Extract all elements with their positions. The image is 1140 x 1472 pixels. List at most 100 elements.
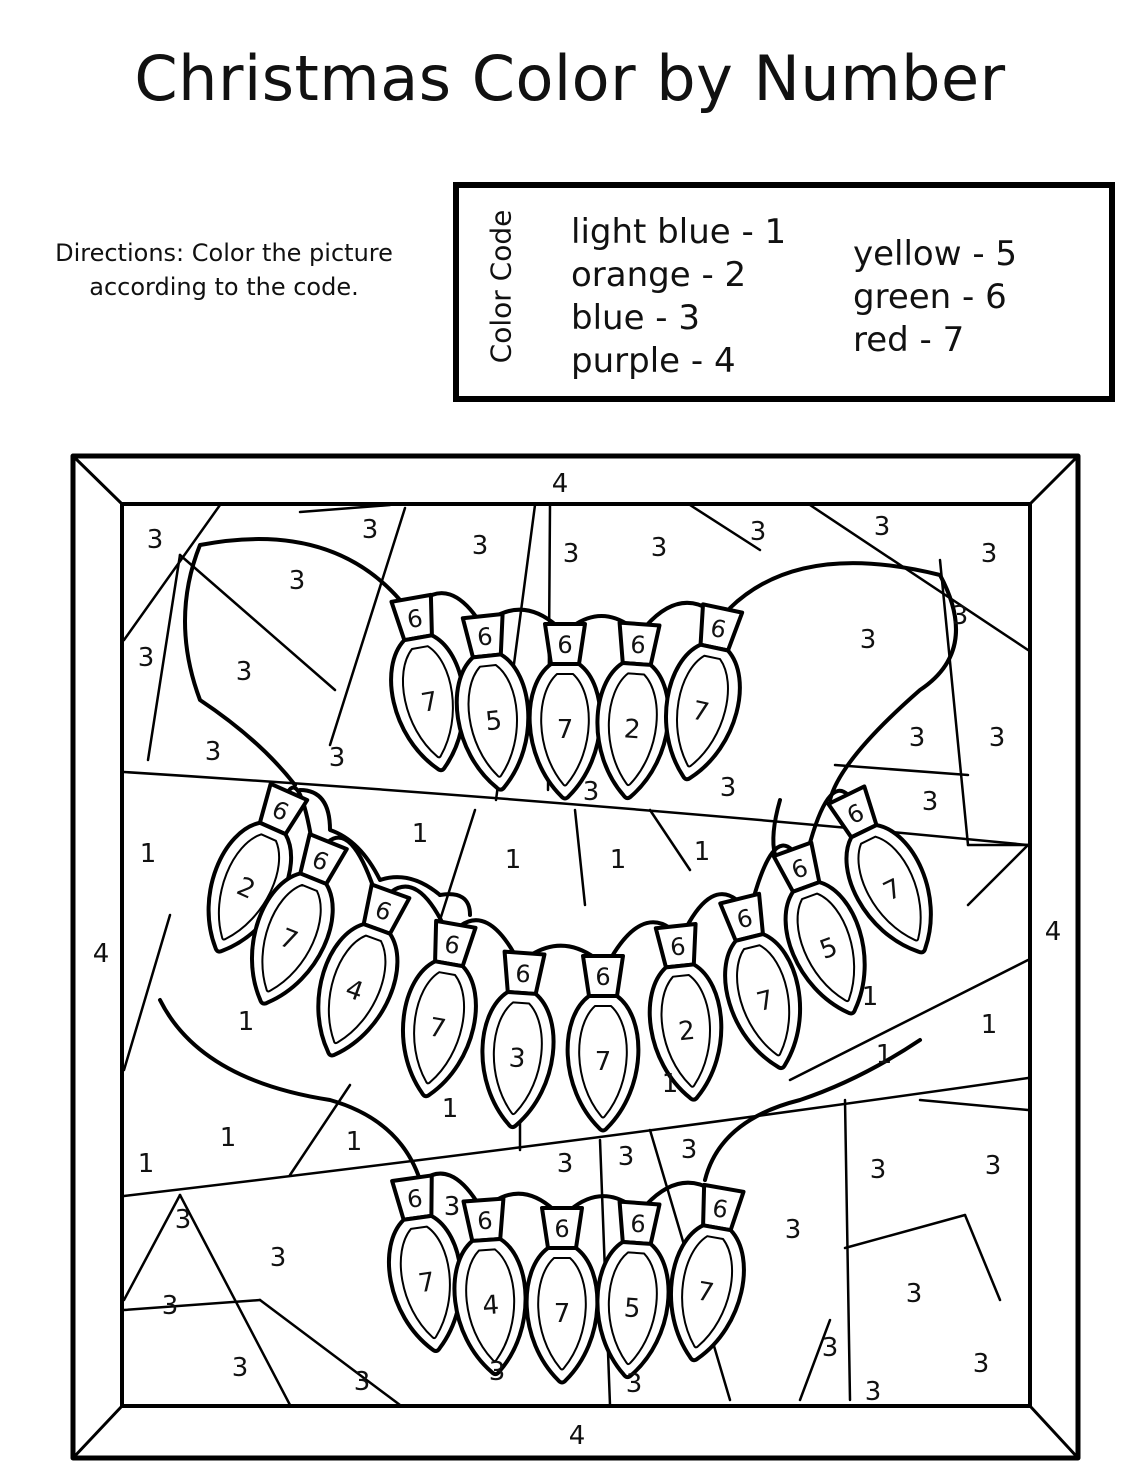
region-number: 1	[694, 837, 711, 867]
region-number: 3	[557, 1149, 574, 1179]
region-number: 3	[232, 1353, 249, 1383]
christmas-light: 67	[527, 622, 603, 801]
color-code-box: Color Code light blue - 1 orange - 2 blu…	[453, 182, 1115, 402]
region-number: 3	[720, 773, 737, 803]
socket-number: 6	[557, 631, 572, 659]
bulb-number: 7	[695, 1277, 717, 1309]
region-number: 1	[140, 839, 157, 869]
region-number: 3	[865, 1377, 882, 1407]
frame-number-top: 4	[552, 469, 569, 499]
region-number: 1	[346, 1127, 363, 1157]
bulb-inner-outline	[796, 892, 856, 1003]
region-number: 1	[981, 1010, 998, 1040]
region-number: 3	[618, 1142, 635, 1172]
frame-number-bottom: 4	[569, 1421, 586, 1451]
strand-wire	[438, 892, 472, 917]
socket-number: 6	[629, 631, 646, 660]
region-number: 3	[563, 539, 580, 569]
region-number: 3	[362, 515, 379, 545]
region-number: 1	[238, 1007, 255, 1037]
strand-wire	[326, 835, 377, 894]
bulb-number: 7	[416, 1267, 437, 1299]
color-code-column-1: light blue - 1 orange - 2 blue - 3 purpl…	[571, 211, 786, 383]
socket-number: 6	[708, 614, 729, 645]
code-blue: blue - 3	[571, 298, 701, 338]
socket-number: 6	[734, 904, 756, 935]
region-number: 3	[472, 531, 489, 561]
region-number: 3	[651, 533, 668, 563]
christmas-light: 62	[595, 620, 671, 801]
bulb-glass	[250, 871, 335, 1006]
bulb-inner-outline	[465, 1248, 516, 1363]
socket-number: 6	[629, 1210, 646, 1239]
socket-number: 6	[514, 960, 531, 989]
bulb-inner-outline	[537, 1257, 587, 1371]
bulb-glass	[316, 922, 400, 1058]
christmas-light: 67	[401, 918, 478, 1099]
strand-wire	[728, 561, 958, 802]
region-number: 3	[870, 1155, 887, 1185]
strand-wire	[389, 884, 446, 928]
region-number: 3	[785, 1215, 802, 1245]
socket-number: 6	[442, 930, 462, 960]
region-number: 3	[489, 1357, 506, 1387]
strand-wire	[458, 918, 517, 957]
christmas-light: 67	[389, 592, 466, 773]
region-number: 3	[583, 777, 600, 807]
strand-wire	[609, 920, 672, 960]
region-number: 1	[862, 982, 879, 1012]
region-number: 3	[989, 723, 1006, 753]
region-lines	[122, 503, 1030, 1407]
christmas-light: 65	[771, 840, 867, 1016]
region-number: 3	[681, 1135, 698, 1165]
christmas-light: 67	[565, 954, 641, 1133]
christmas-light: 62	[647, 922, 724, 1102]
code-purple: purple - 4	[571, 341, 736, 381]
region-number: 3	[952, 601, 969, 631]
code-green: green - 6	[853, 277, 1007, 317]
bulb-inner-outline	[413, 971, 466, 1085]
region-number: 3	[444, 1192, 461, 1222]
picture-frame	[70, 453, 1081, 1461]
bulb-glass	[844, 823, 933, 955]
color-by-number-picture: 6765676267626764676367626765676764676567…	[70, 453, 1081, 1461]
code-orange: orange - 2	[571, 255, 747, 295]
region-number: 1	[505, 845, 522, 875]
bulb-number: 7	[427, 1013, 449, 1045]
christmas-light: 65	[595, 1199, 671, 1380]
socket-number: 6	[405, 604, 425, 634]
bulb-inner-outline	[681, 1235, 734, 1349]
color-code-label: Color Code	[484, 209, 518, 364]
bulb-inner-outline	[492, 1001, 543, 1116]
region-number: 3	[874, 512, 891, 542]
bulb-number: 5	[484, 706, 504, 738]
region-number: 1	[412, 819, 429, 849]
directions-text: Directions: Color the picture according …	[55, 239, 393, 301]
region-number: 3	[985, 1151, 1002, 1181]
code-yellow: yellow - 5	[853, 234, 1018, 274]
region-number: 3	[329, 743, 346, 773]
socket-number: 6	[476, 622, 494, 651]
region-number: 1	[610, 845, 627, 875]
bulb-number: 5	[623, 1293, 642, 1324]
bulb-number: 7	[557, 715, 574, 745]
color-code-column-2: yellow - 5 green - 6 red - 7	[853, 233, 1017, 362]
region-number: 3	[750, 517, 767, 547]
bulb-inner-outline	[676, 654, 729, 768]
christmas-light: 63	[480, 949, 556, 1130]
region-number: 3	[354, 1367, 371, 1397]
region-number: 3	[909, 723, 926, 753]
socket-number: 6	[710, 1194, 730, 1224]
bulb-inner-outline	[217, 833, 281, 941]
bulb-inner-outline	[736, 944, 791, 1057]
region-number: 1	[876, 1040, 893, 1070]
region-number: 3	[860, 625, 877, 655]
christmas-light: 64	[316, 882, 412, 1058]
bulb-inner-outline	[540, 673, 590, 787]
bulb-number: 7	[554, 1299, 571, 1329]
strand-wire	[183, 537, 402, 787]
bulb-glass	[565, 994, 641, 1133]
christmas-light: 67	[826, 784, 933, 955]
strand-wire	[751, 843, 794, 902]
